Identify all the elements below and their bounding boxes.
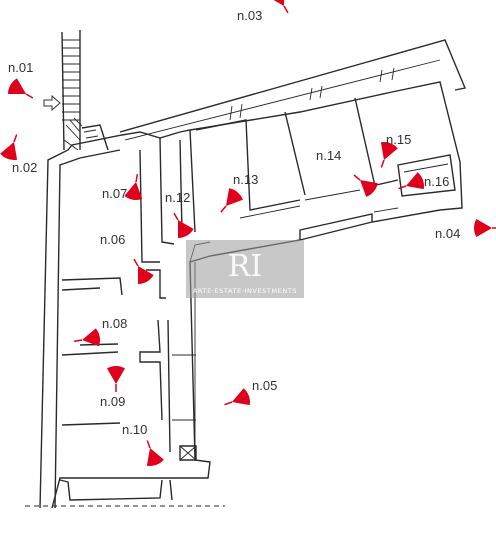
viewpoint-label: n.16 [424,174,449,189]
viewpoint-tick [13,134,18,143]
viewpoint-cone-icon [7,78,27,94]
viewpoint-tick [224,401,233,406]
viewpoint-label: n.09 [100,394,125,409]
viewpoint-label: n.14 [316,148,341,163]
viewpoint-cone-icon [178,220,194,238]
viewpoint-label: n.04 [435,226,460,241]
viewpoint-label: n.01 [8,60,33,75]
viewpoint-cone-icon [124,182,143,201]
viewpoint-cone-icon [138,266,154,284]
viewpoint-label: n.15 [386,132,411,147]
viewpoint-tick [25,93,34,99]
viewpoint-cone-icon [273,0,284,6]
viewpoint-label: n.12 [165,190,190,205]
viewpoint-tick [283,5,289,14]
viewpoint-tick [133,258,139,267]
viewpoint-cone-icon [107,365,125,384]
viewpoint-markers: n.01 n.02 n.03 n.04 n.05 n.06 n.07 n.08 n.09 n.10… [0,0,496,466]
viewpoint-tick [220,205,227,213]
viewpoint-label: n.07 [102,186,127,201]
viewpoint-label: n.13 [233,172,258,187]
viewpoint-tick [380,159,385,168]
viewpoint-cone-icon [406,172,424,190]
building-walls [25,30,466,509]
viewpoint-label: n.08 [102,316,127,331]
viewpoint-label: n.10 [122,422,147,437]
viewpoint-tick [173,212,179,221]
viewpoint-cone-icon [360,180,378,197]
viewpoint-label: n.03 [237,8,262,23]
viewpoint-tick [73,339,83,343]
viewpoint-cone-icon [146,448,164,466]
viewpoint-cone-icon [232,388,250,406]
viewpoint-cone-icon [473,219,492,237]
viewpoint-cone-icon [226,188,243,206]
viewpoint-label: n.06 [100,232,125,247]
entrance-arrow-icon [43,94,61,112]
watermark-logo: RI ARTE·ESTATE·INVESTMENTS [186,240,304,298]
viewpoint-label: n.02 [12,160,37,175]
watermark-text: ARTE·ESTATE·INVESTMENTS [193,287,297,295]
viewpoint-tick [398,185,407,190]
viewpoint-tick [146,440,151,449]
viewpoint-label: n.05 [252,378,277,393]
viewpoint-tick [353,174,361,181]
viewpoint-cone-icon [380,142,398,160]
viewpoint-tick [135,173,139,183]
viewpoint-cone-icon [82,328,101,347]
watermark-logo-mark: RI [228,249,262,284]
viewpoint-cone-icon [0,142,18,160]
